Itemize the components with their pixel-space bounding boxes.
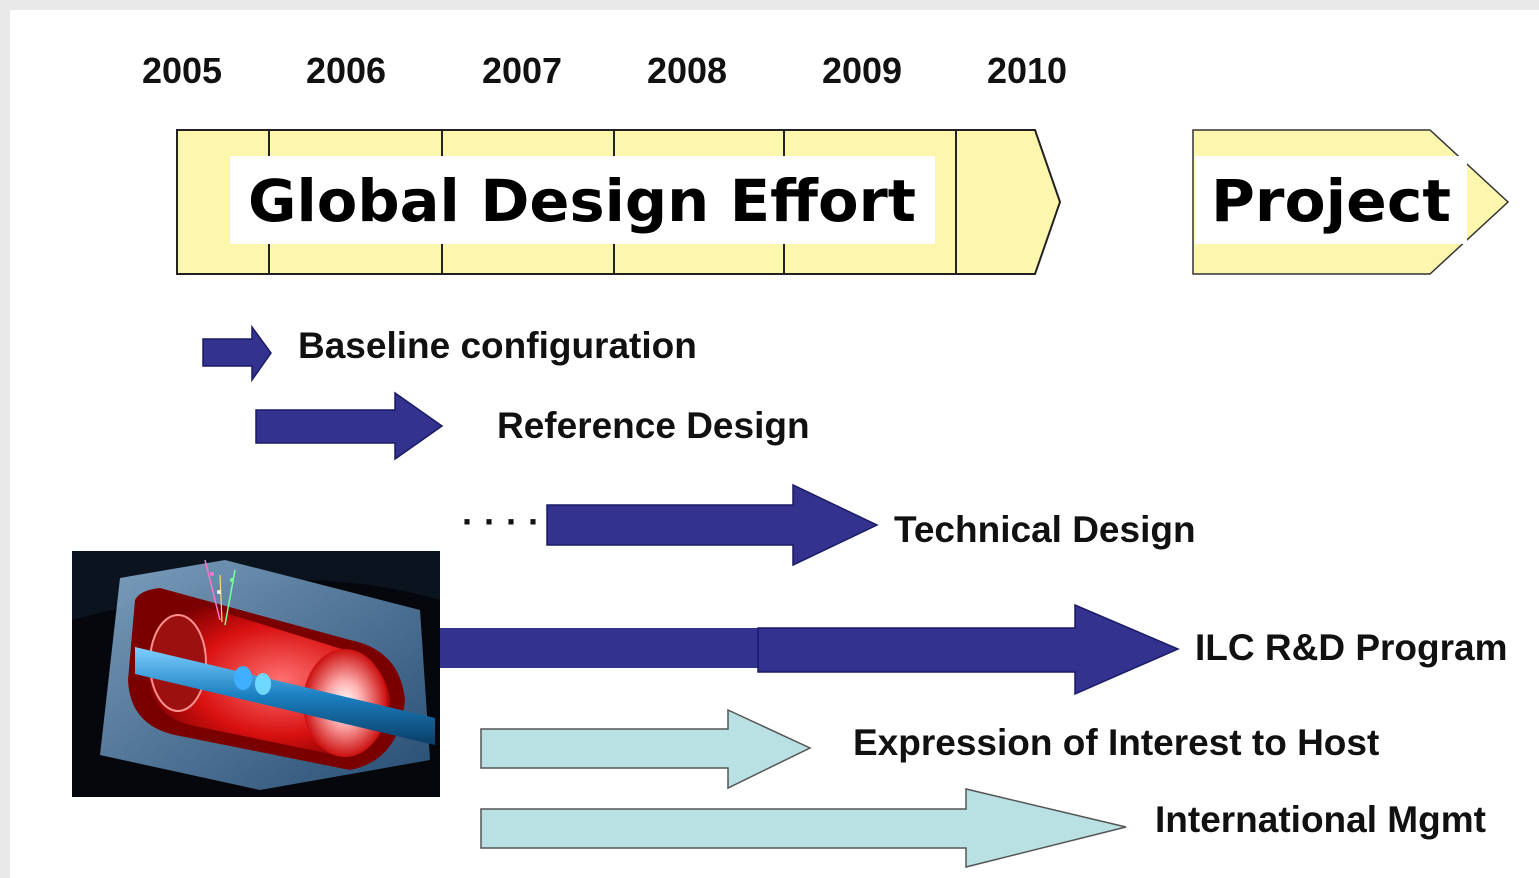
year-label-2008: 2008: [647, 50, 727, 91]
particle-track: [219, 574, 223, 623]
year-label-2009: 2009: [822, 50, 902, 91]
detector-inner-tracker: [234, 666, 252, 690]
reference-label: Reference Design: [497, 405, 810, 446]
year-label-2006: 2006: [306, 50, 386, 91]
intl-mgmt-label: International Mgmt: [1155, 799, 1486, 840]
year-label-2005: 2005: [142, 50, 222, 91]
intl-mgmt-arrow: [480, 788, 1127, 868]
project-title: Project: [1211, 167, 1451, 235]
gde-title-backdrop: [230, 156, 935, 244]
baseline-arrow-group: Baseline configuration: [202, 324, 697, 383]
year-label-2007: 2007: [482, 50, 562, 91]
eoi-arrow-group: Expression of Interest to Host: [480, 708, 1379, 790]
detector-beam-pipe: [135, 647, 435, 745]
baseline-arrow: [202, 324, 272, 383]
timeline-diagram: 2005 2006 2007 2008 2009 2010 Global Des…: [10, 10, 1539, 878]
ilc-rd-arrow-tail: [438, 628, 758, 668]
baseline-label: Baseline configuration: [298, 325, 697, 366]
intl-mgmt-arrow-group: International Mgmt: [480, 788, 1486, 868]
year-label-2010: 2010: [987, 50, 1067, 91]
eoi-label: Expression of Interest to Host: [853, 722, 1379, 763]
technical-lead-dots: · · · ·: [462, 501, 540, 542]
particle-track: [204, 559, 221, 621]
project-banner: Project: [1192, 129, 1510, 275]
particle-hit: [210, 572, 214, 576]
diagram-canvas: 2005 2006 2007 2008 2009 2010 Global Des…: [72, 50, 1510, 868]
ilc-rd-arrow: [757, 603, 1180, 696]
technical-label: Technical Design: [894, 509, 1196, 550]
technical-arrow: [546, 483, 879, 567]
ilc-rd-arrow-group: ILC R&D Program: [438, 603, 1507, 696]
reference-arrow-group: Reference Design: [255, 391, 810, 461]
project-title-backdrop: [1195, 156, 1467, 244]
particle-hit: [230, 578, 234, 582]
detector-image: [72, 551, 440, 797]
gde-banner: Global Design Effort: [176, 129, 1062, 275]
detector-inner-tracker: [255, 673, 271, 695]
gde-title: Global Design Effort: [248, 167, 916, 235]
particle-hit: [217, 590, 221, 594]
reference-arrow: [255, 391, 444, 461]
eoi-arrow: [480, 708, 812, 790]
technical-arrow-group: · · · · Technical Design: [462, 483, 1196, 567]
year-axis: 2005 2006 2007 2008 2009 2010: [142, 50, 1067, 91]
ilc-rd-label: ILC R&D Program: [1195, 627, 1507, 668]
detector-background: [72, 551, 440, 620]
